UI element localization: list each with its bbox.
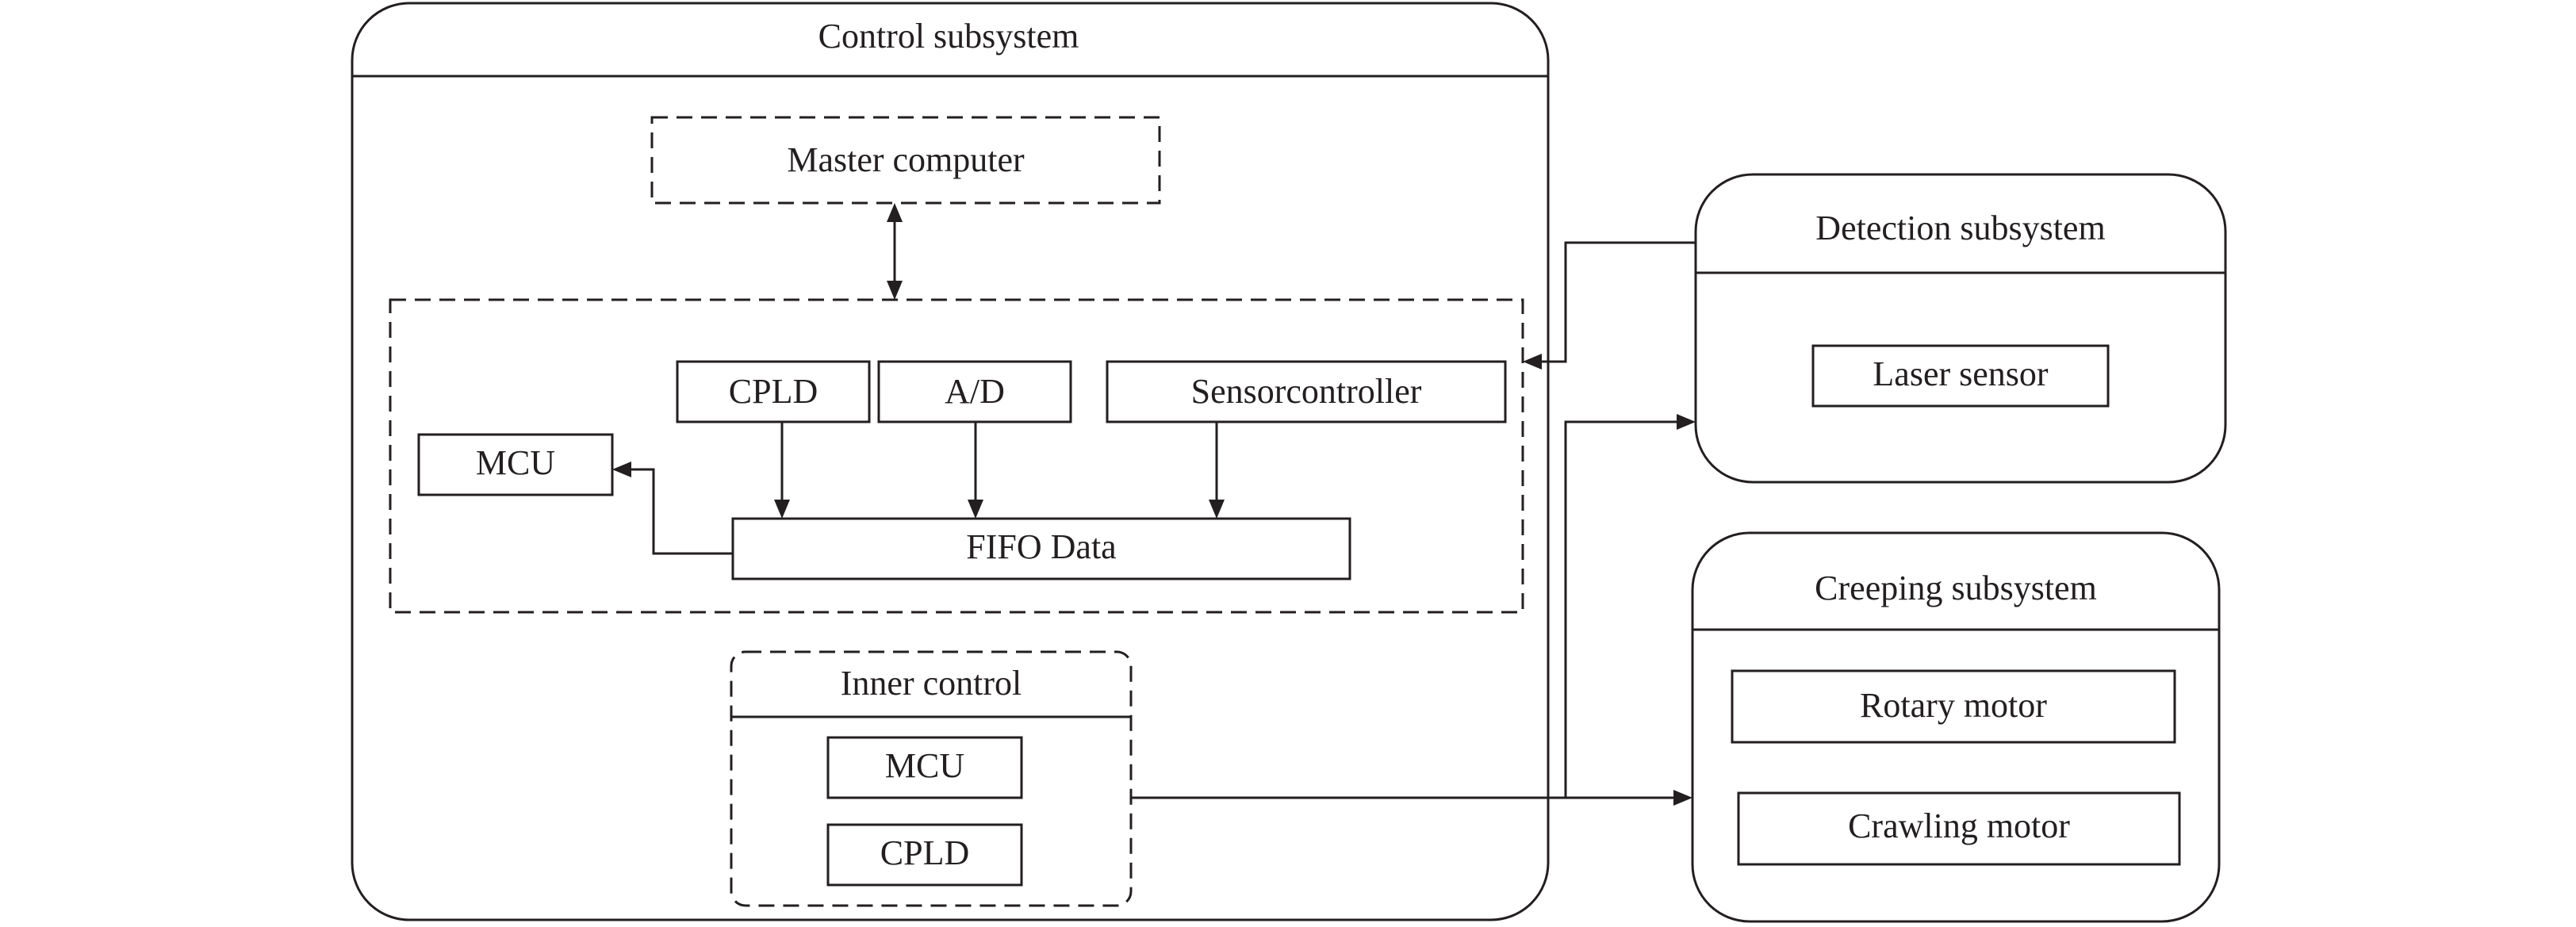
master-computer-label: Master computer bbox=[787, 140, 1025, 179]
rotary-motor-label: Rotary motor bbox=[1860, 686, 2047, 725]
master-computer-box bbox=[650, 116, 1161, 205]
inner-to-detection-line bbox=[1564, 420, 1678, 798]
detection-to-control-line bbox=[1540, 241, 1696, 363]
detection-subsystem-title: Detection subsystem bbox=[1815, 209, 2105, 247]
master-link-arrow-up bbox=[887, 203, 903, 222]
laser-sensor-box bbox=[1811, 344, 2110, 408]
detection-to-control-arrow bbox=[1523, 354, 1542, 370]
sensorcontroller-label: Sensorcontroller bbox=[1191, 372, 1422, 411]
ad-to-fifo-arrow bbox=[968, 500, 983, 519]
crawling-motor-label: Crawling motor bbox=[1848, 806, 2070, 845]
master-link-arrow-down bbox=[887, 281, 903, 300]
acquisition-region bbox=[389, 298, 1524, 614]
rotary-motor-box bbox=[1731, 669, 2176, 744]
crawling-motor-box bbox=[1737, 791, 2181, 866]
ad-label: A/D bbox=[945, 372, 1005, 411]
sensorcontroller-to-fifo-arrow bbox=[1209, 500, 1225, 519]
creeping-subsystem: Creeping subsystem Rotary motor Crawling… bbox=[1691, 531, 2221, 923]
inner-to-detection-arrow bbox=[1677, 414, 1696, 430]
inner-cpld-label: CPLD bbox=[880, 833, 969, 872]
fifo-to-mcu-arrow bbox=[612, 462, 631, 477]
mcu-label: MCU bbox=[476, 443, 555, 482]
inner-cpld-box bbox=[826, 823, 1023, 887]
creeping-subsystem-title: Creeping subsystem bbox=[1815, 569, 2097, 607]
inner-mcu-label: MCU bbox=[885, 746, 964, 785]
connectors bbox=[612, 203, 1696, 806]
control-subsystem-title: Control subsystem bbox=[818, 17, 1079, 56]
cpld-to-fifo-arrow bbox=[774, 500, 790, 519]
cpld-label: CPLD bbox=[729, 372, 818, 411]
fifo-data-label: FIFO Data bbox=[966, 527, 1116, 566]
mcu-box bbox=[417, 433, 614, 496]
control-subsystem-frame bbox=[351, 2, 1550, 921]
detection-subsystem-frame bbox=[1694, 173, 2227, 484]
control-subsystem: Control subsystem Master computer CPLD A… bbox=[351, 2, 1550, 921]
detection-subsystem: Detection subsystem Laser sensor bbox=[1694, 173, 2227, 484]
fifo-to-mcu-line bbox=[631, 468, 733, 555]
inner-control-title: Inner control bbox=[841, 664, 1022, 703]
laser-sensor-label: Laser sensor bbox=[1873, 354, 2048, 393]
sensorcontroller-box bbox=[1106, 360, 1507, 423]
creeping-subsystem-frame bbox=[1691, 531, 2221, 923]
inner-control-box bbox=[730, 650, 1133, 907]
inner-mcu-box bbox=[826, 736, 1023, 799]
fifo-data-box bbox=[731, 517, 1351, 580]
inner-to-creeping-arrow bbox=[1673, 790, 1692, 806]
cpld-box bbox=[676, 360, 871, 423]
